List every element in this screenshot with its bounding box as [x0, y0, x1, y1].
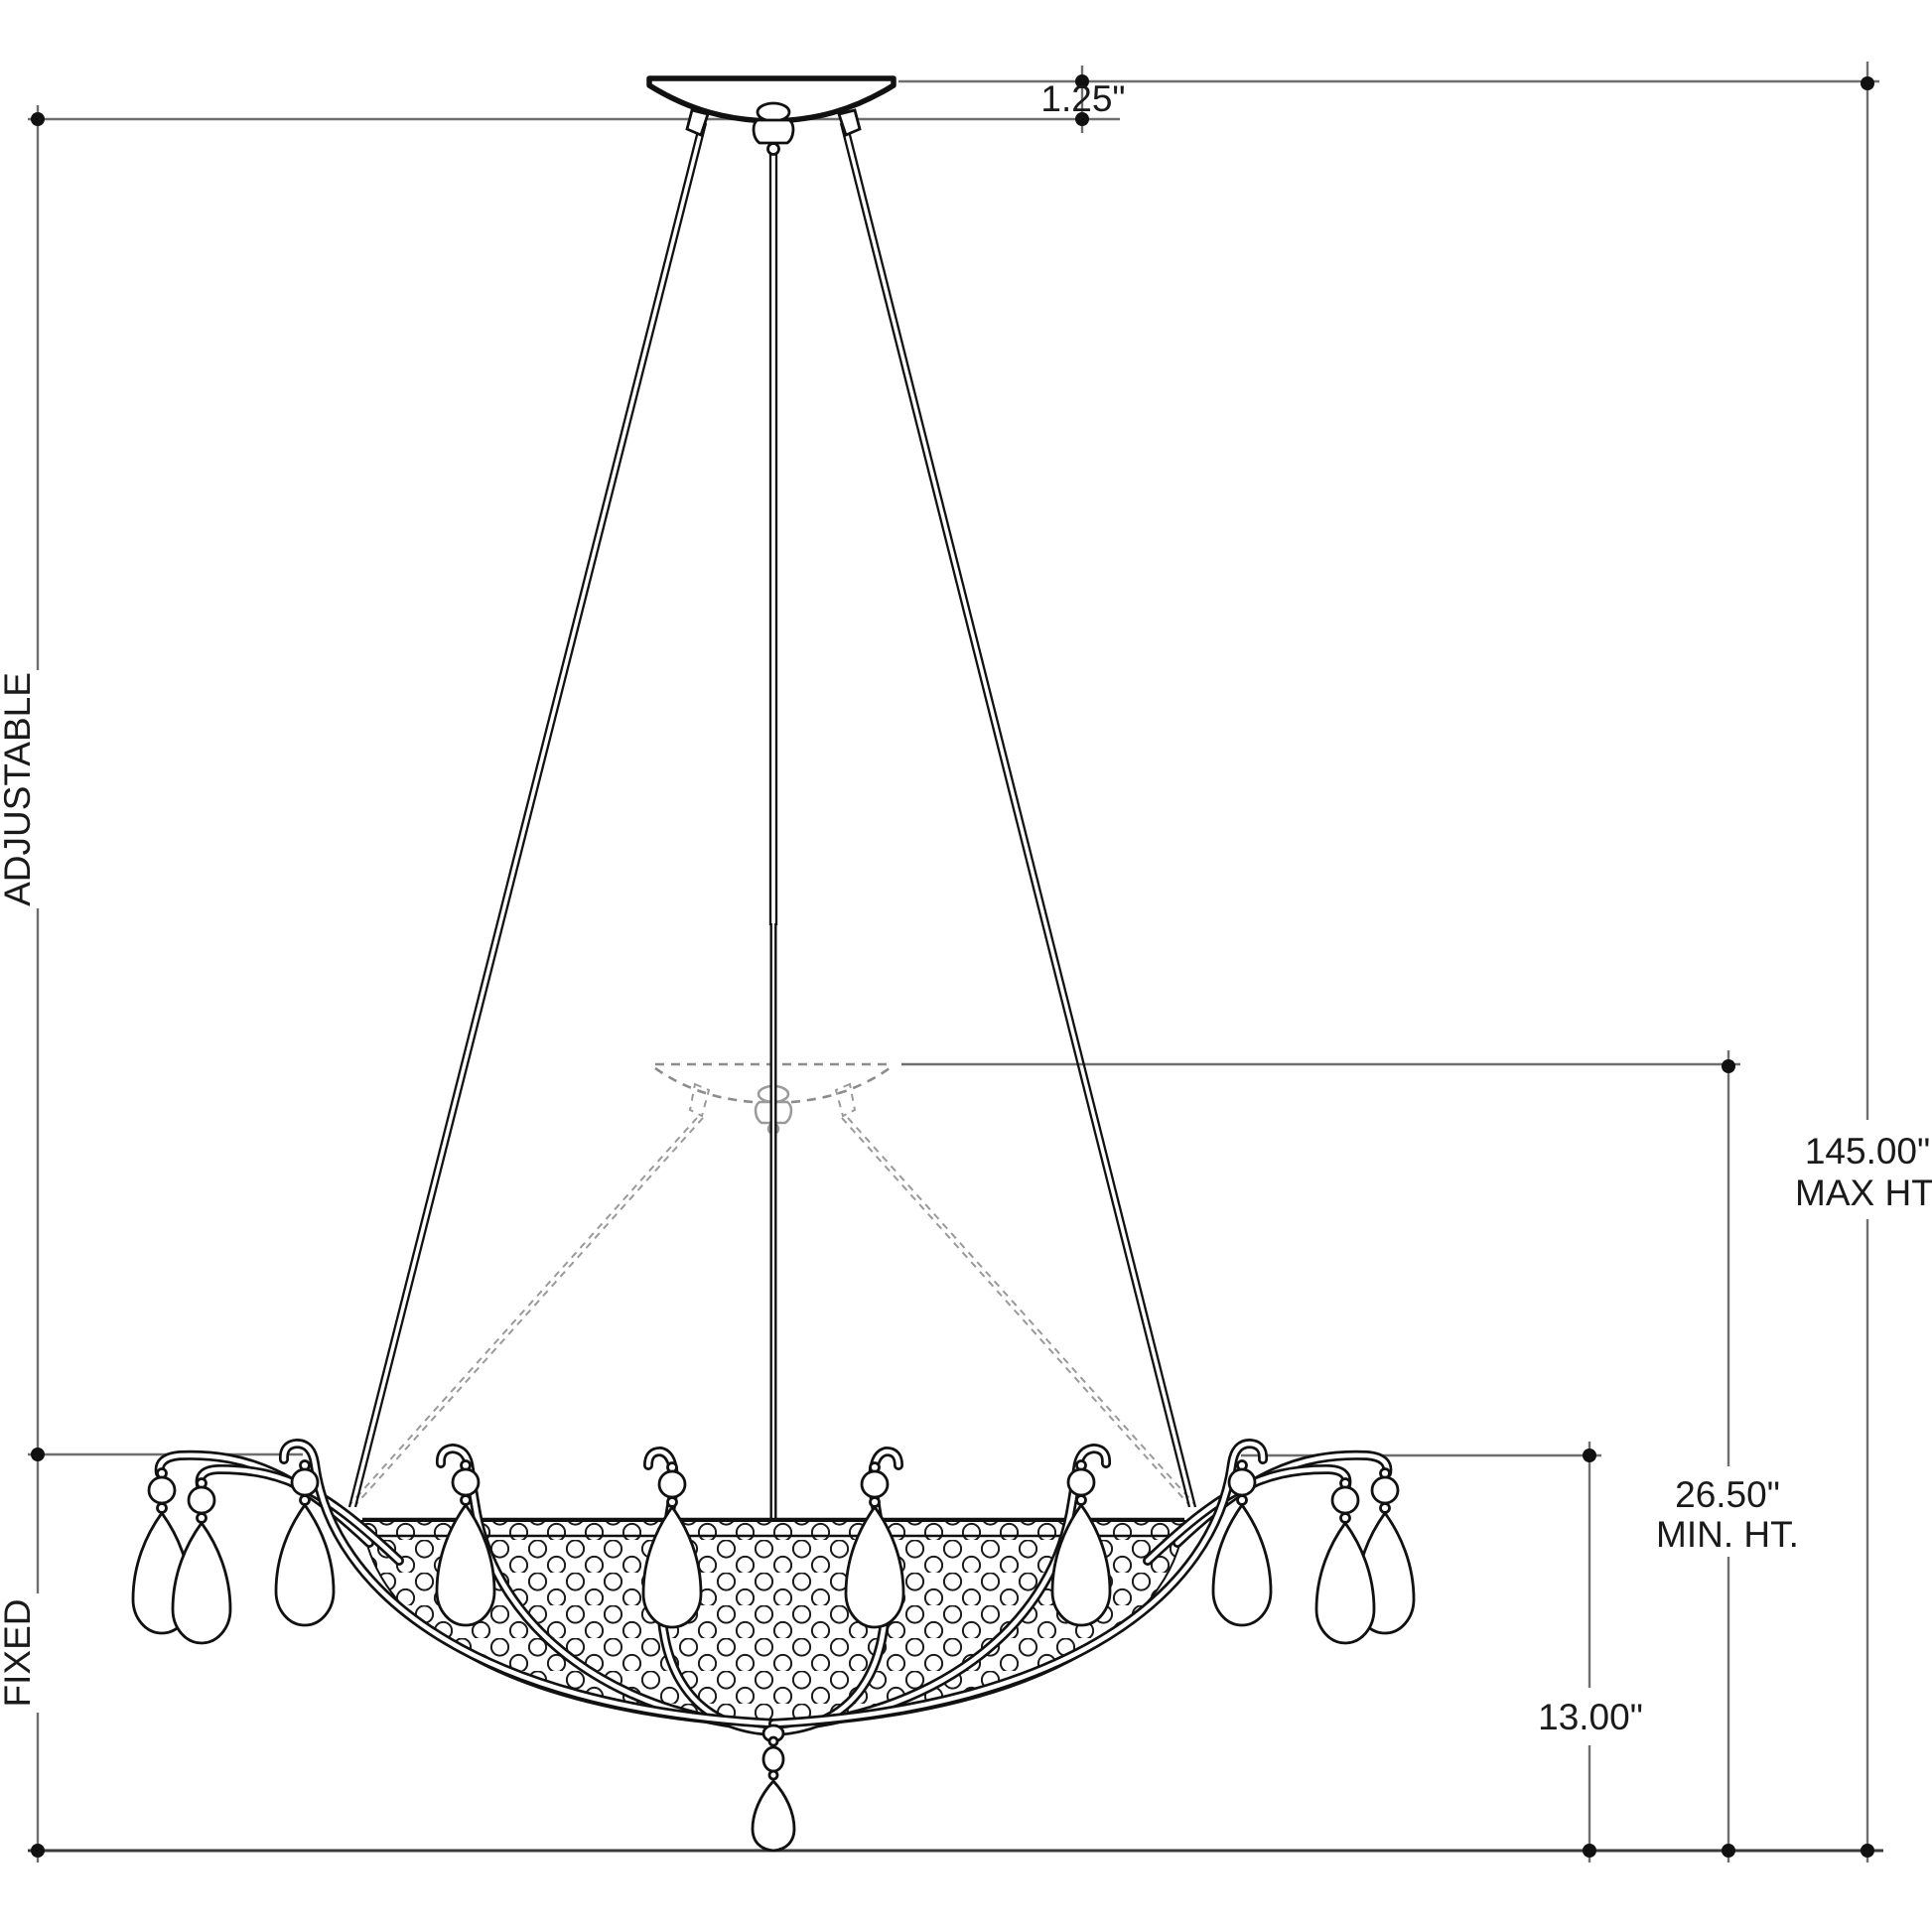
stem-ring [766, 142, 780, 156]
suspension-rods [347, 122, 1197, 1523]
fixture-height-label: 13.00" [1538, 1697, 1643, 1737]
min-height-value: 26.50" [1675, 1474, 1780, 1515]
ghost-canopy-min-position [348, 1062, 1196, 1506]
min-height-caption: MIN. HT. [1656, 1514, 1799, 1555]
left-rod-bracket [685, 108, 710, 137]
dimension-labels: 1.25" 145.00" MAX HT. 26.50" MIN. HT. 13… [0, 78, 1932, 1737]
max-height-caption: MAX HT. [1795, 1173, 1932, 1213]
dimension-dots [31, 74, 1874, 1858]
dimension-lines [28, 62, 1883, 1863]
right-rod-bracket [837, 108, 862, 137]
stem-collar [752, 118, 795, 145]
bottom-finial-drop [751, 1735, 796, 1853]
fixed-label: FIXED [0, 1599, 38, 1708]
adjustable-label: ADJUSTABLE [0, 672, 38, 906]
ceiling-canopy [646, 75, 897, 156]
stem-cap [756, 101, 791, 123]
canopy-offset-label: 1.25" [1040, 78, 1125, 119]
chandelier-fixture [133, 1444, 1414, 1853]
max-height-value: 145.00" [1805, 1131, 1930, 1172]
